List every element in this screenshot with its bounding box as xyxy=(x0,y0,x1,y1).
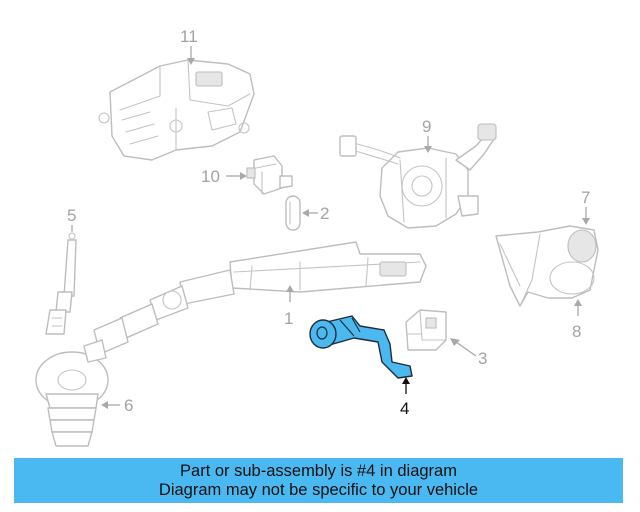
part-1-steering-column[interactable] xyxy=(83,241,427,363)
callout-label-6: 6 xyxy=(124,396,133,415)
callout-6: 6 xyxy=(101,396,133,415)
callout-label-5: 5 xyxy=(67,206,76,225)
callout-label-7: 7 xyxy=(581,188,590,207)
callout-7: 7 xyxy=(581,188,590,225)
callout-label-11: 11 xyxy=(180,27,198,46)
banner-line-disclaimer: Diagram may not be specific to your vehi… xyxy=(158,480,479,499)
part-5-shaft[interactable] xyxy=(45,232,77,335)
callout-9: 9 xyxy=(422,117,432,153)
callout-label-8: 8 xyxy=(572,322,581,341)
part-9-multifunction-switch[interactable] xyxy=(339,123,497,229)
info-banner: Part or sub-assembly is #4 in diagram Di… xyxy=(14,458,623,503)
part-7-8-shroud[interactable] xyxy=(495,225,599,307)
part-3-bracket[interactable] xyxy=(405,309,447,351)
part-2-clip[interactable] xyxy=(285,195,301,231)
callout-10: 10 xyxy=(201,167,247,186)
callout-3: 3 xyxy=(450,338,487,368)
callout-label-1: 1 xyxy=(284,309,293,328)
callout-label-10: 10 xyxy=(201,167,220,186)
callout-2: 2 xyxy=(302,204,329,223)
callout-label-3: 3 xyxy=(478,349,487,368)
callout-8: 8 xyxy=(572,299,582,341)
callout-5: 5 xyxy=(67,206,76,232)
callout-label-2: 2 xyxy=(320,204,329,223)
callout-label-4: 4 xyxy=(400,399,409,418)
callout-11: 11 xyxy=(180,27,198,65)
banner-line-part: Part or sub-assembly is #4 in diagram xyxy=(180,461,457,480)
part-6-boot[interactable] xyxy=(35,351,109,447)
parts-diagram: 11 9 10 2 7 5 1 8 3 xyxy=(35,27,599,447)
part-4-highlighted-bracket[interactable] xyxy=(309,315,413,379)
part-11-module[interactable] xyxy=(98,59,255,161)
part-10-switch[interactable] xyxy=(246,155,293,195)
callout-label-9: 9 xyxy=(422,117,431,136)
callout-1: 1 xyxy=(284,285,294,328)
callout-4: 4 xyxy=(400,377,410,418)
